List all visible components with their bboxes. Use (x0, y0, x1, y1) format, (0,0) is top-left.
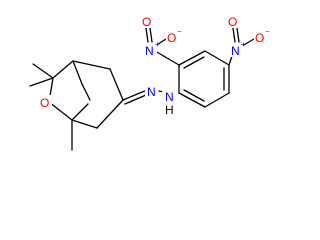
atom-o-para-top: O (228, 15, 237, 29)
bond-ar2-ar3 (178, 50, 206, 66)
bond-o-c5 (48, 101, 73, 121)
atom-labels: N N H O N + O O − N + O O − (39, 14, 270, 117)
bond-n-para-o-right (241, 38, 255, 47)
atom-n-amine: N (165, 90, 174, 104)
atom-n-nitro-ortho: N (145, 44, 154, 58)
atom-h-amine: H (165, 103, 174, 117)
bond-ar2-n-ortho (154, 50, 180, 66)
bond-ar3-ar4 (204, 50, 230, 66)
bond-n-para-o-top-a (232, 27, 236, 43)
bond-c9-c10 (81, 83, 91, 101)
bond-cgem-me2 (29, 77, 54, 87)
charge-n-nitro-para: + (241, 40, 246, 49)
atom-o-ring: O (40, 96, 49, 110)
charge-n-nitro-ortho: + (155, 40, 160, 49)
atom-o-para-right: O (255, 31, 264, 45)
bond-ar2-ar3-inner (183, 56, 205, 69)
bond-c1-c9 (72, 60, 83, 85)
bond-ar6-ar1-inner (183, 89, 205, 102)
bond-c6-c4 (96, 99, 124, 129)
charge-o-para-right: − (265, 27, 270, 36)
atom-o-ortho-top: O (142, 15, 151, 29)
atom-n-hydrazone: N (147, 85, 156, 99)
bond-c4-c3 (109, 68, 124, 101)
bond-n-ortho-o-top-b (149, 27, 153, 43)
bond-ar6-ar1 (178, 92, 206, 108)
bonds (29, 27, 255, 151)
bond-c4-n-double-a (122, 89, 148, 101)
bond-cgem-me1 (32, 63, 54, 79)
bond-c3-c1 (72, 60, 111, 70)
bond-c4-n-double-b (124, 94, 147, 105)
bond-n-para-o-top-b (236, 27, 240, 43)
charge-o-ortho-right: − (177, 27, 182, 36)
bond-n-ortho-o-top-a (145, 27, 149, 43)
bond-c10-c5 (71, 103, 89, 121)
molecule-structure-diagram: N N H O N + O O − N + O O − (29, 14, 270, 151)
atom-n-nitro-para: N (231, 44, 240, 58)
bond-c1-cgem (52, 60, 74, 79)
atom-o-ortho-right: O (167, 31, 176, 45)
bond-c5-c6 (71, 119, 98, 129)
bond-ar5-ar6 (204, 92, 230, 108)
